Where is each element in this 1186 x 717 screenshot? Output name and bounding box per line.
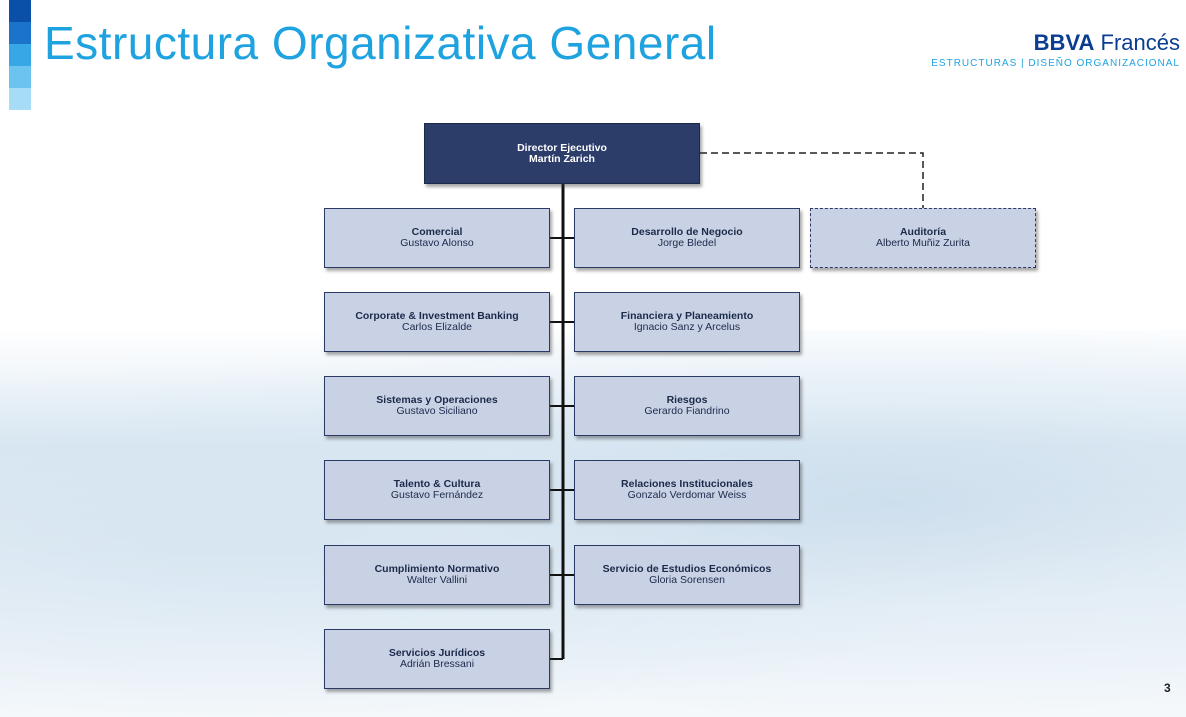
org-box-name: Walter Vallini: [406, 574, 468, 586]
org-box-executive: Director Ejecutivo Martín Zarich: [424, 123, 700, 184]
org-box-role: Servicio de Estudios Económicos: [602, 563, 772, 575]
brand-name: BBVA Francés: [931, 30, 1180, 56]
org-box-role: Director Ejecutivo: [517, 141, 607, 154]
side-color-blocks: [9, 0, 31, 110]
org-box-role: Talento & Cultura: [393, 478, 481, 490]
org-box-name: Gerardo Fiandrino: [644, 405, 730, 417]
org-box-role: Comercial: [411, 226, 463, 238]
org-box-left: Sistemas y Operaciones Gustavo Siciliano: [324, 376, 550, 436]
brand-name-bold: BBVA: [1033, 30, 1095, 55]
org-box-role: Sistemas y Operaciones: [376, 394, 498, 406]
org-box-right: Financiera y Planeamiento Ignacio Sanz y…: [574, 292, 800, 352]
org-box-name: Ignacio Sanz y Arcelus: [633, 321, 741, 333]
org-box-name: Carlos Elizalde: [401, 321, 473, 333]
org-box-left: Cumplimiento Normativo Walter Vallini: [324, 545, 550, 605]
org-box-role: Cumplimiento Normativo: [374, 563, 500, 575]
page-title: Estructura Organizativa General: [44, 17, 717, 69]
org-box-audit: Auditoría Alberto Muñiz Zurita: [810, 208, 1036, 268]
org-box-name: Martín Zarich: [529, 152, 595, 165]
org-box-name: Gustavo Siciliano: [396, 405, 478, 417]
brand-subtitle: ESTRUCTURAS | DISEÑO ORGANIZACIONAL: [931, 58, 1180, 69]
org-box-name: Adrián Bressani: [399, 658, 475, 670]
org-box-left: Talento & Cultura Gustavo Fernández: [324, 460, 550, 520]
org-box-left: Corporate & Investment Banking Carlos El…: [324, 292, 550, 352]
org-box-left: Servicios Jurídicos Adrián Bressani: [324, 629, 550, 689]
org-box-role: Desarrollo de Negocio: [631, 226, 743, 238]
org-box-role: Corporate & Investment Banking: [355, 310, 519, 322]
org-box-role: Riesgos: [666, 394, 708, 406]
org-box-right: Riesgos Gerardo Fiandrino: [574, 376, 800, 436]
org-box-right: Servicio de Estudios Económicos Gloria S…: [574, 545, 800, 605]
org-box-name: Gustavo Alonso: [400, 237, 474, 249]
org-box-role: Auditoría: [899, 226, 947, 238]
page-number: 3: [1164, 681, 1171, 695]
org-box-name: Jorge Bledel: [657, 237, 717, 249]
org-box-right: Desarrollo de Negocio Jorge Bledel: [574, 208, 800, 268]
org-box-role: Financiera y Planeamiento: [620, 310, 754, 322]
org-box-role: Relaciones Institucionales: [621, 478, 753, 490]
org-box-name: Alberto Muñiz Zurita: [876, 237, 970, 249]
audit-dashed-line: [700, 152, 924, 208]
org-box-name: Gustavo Fernández: [390, 489, 484, 501]
org-box-role: Servicios Jurídicos: [388, 647, 486, 659]
org-box-left: Comercial Gustavo Alonso: [324, 208, 550, 268]
org-box-right: Relaciones Institucionales Gonzalo Verdo…: [574, 460, 800, 520]
org-box-name: Gloria Sorensen: [649, 574, 725, 586]
brand-logo: BBVA Francés ESTRUCTURAS | DISEÑO ORGANI…: [931, 30, 1180, 69]
org-box-name: Gonzalo Verdomar Weiss: [627, 489, 747, 501]
brand-name-rest: Francés: [1100, 30, 1180, 55]
